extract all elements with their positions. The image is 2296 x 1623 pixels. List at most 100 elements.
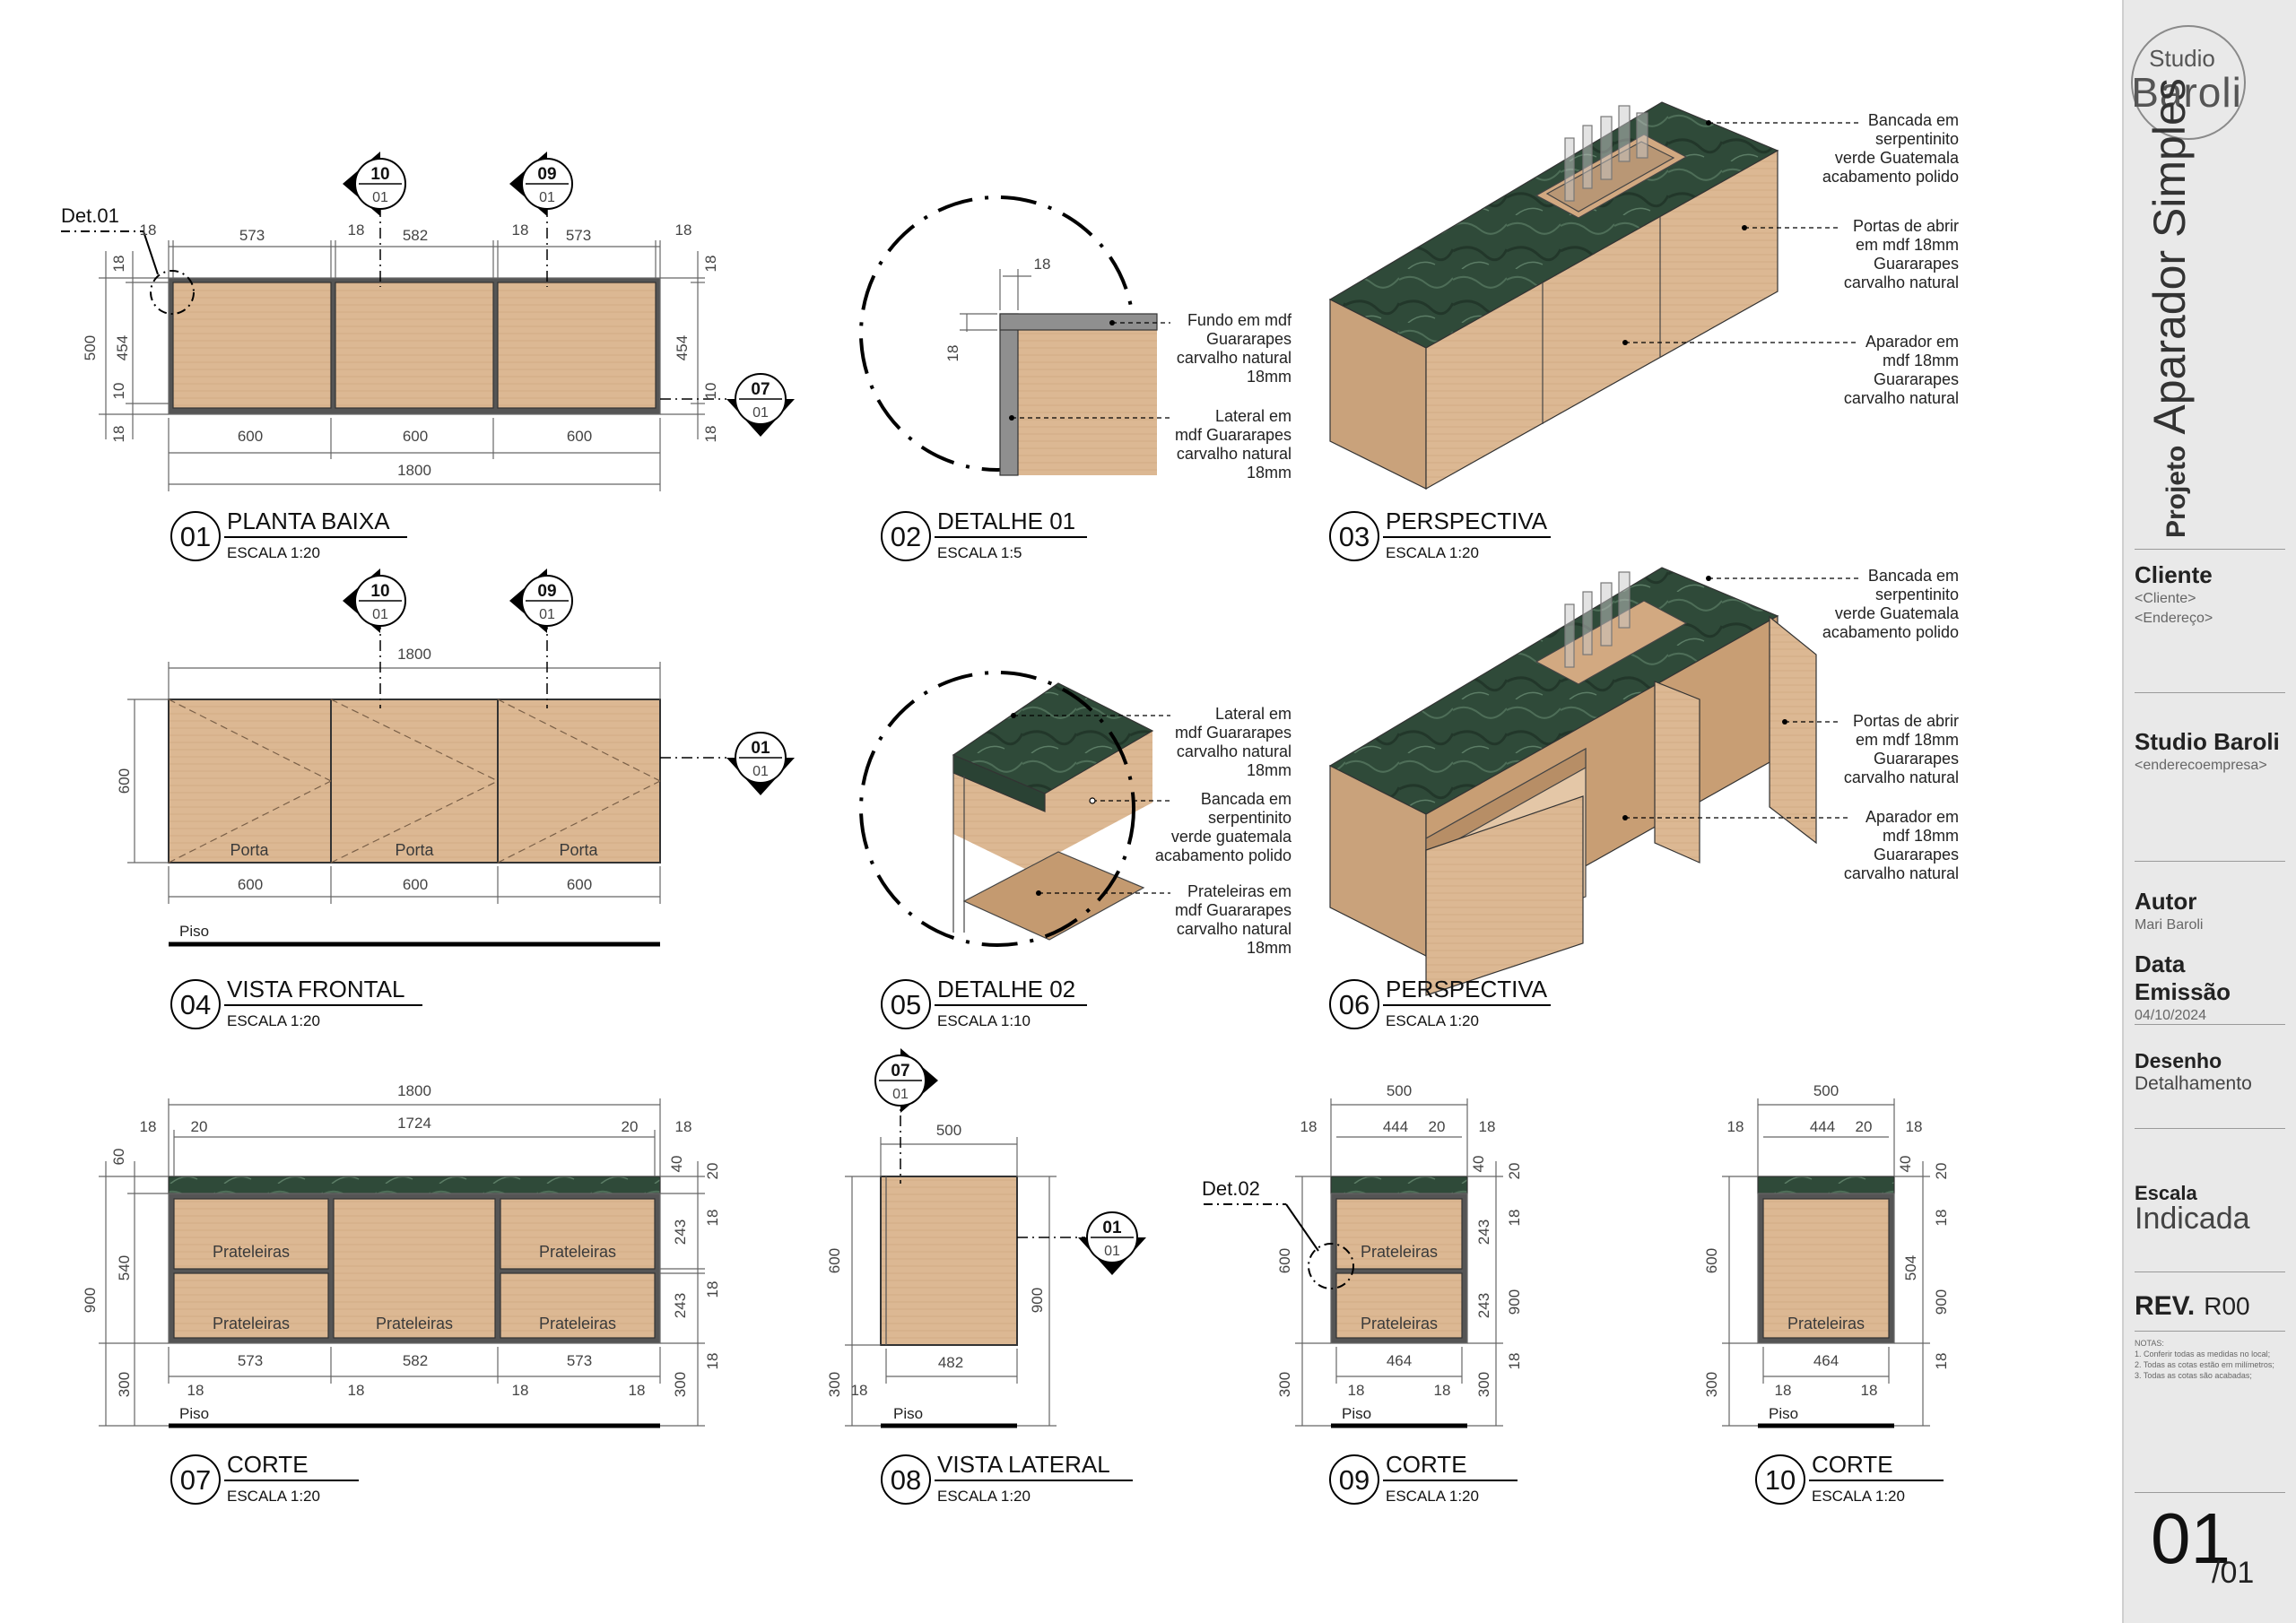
shelf-label: Prateleiras: [1787, 1315, 1865, 1332]
desenho-label: Desenho: [2135, 1049, 2222, 1072]
dim-text: 20: [191, 1118, 208, 1135]
note-line: Aparador em: [1866, 808, 1959, 826]
shelf-label: Prateleiras: [1361, 1243, 1438, 1261]
dim-text: 18: [851, 1382, 868, 1399]
note-line: 18mm: [1247, 761, 1292, 779]
note-line: em mdf 18mm: [1856, 236, 1959, 254]
dim-text: 300: [1703, 1372, 1720, 1397]
endereco-value: <Endereço>: [2135, 611, 2213, 626]
dim-text: 900: [1933, 1289, 1950, 1315]
view-number: 04: [180, 989, 211, 1020]
note-line: carvalho natural: [1844, 768, 1959, 786]
note-line: carvalho natural: [1844, 389, 1959, 407]
dim-text: 18: [1906, 1118, 1923, 1135]
marker-number: 01: [1102, 1219, 1122, 1237]
revision: REV.R00: [2135, 1291, 2285, 1322]
note-line: carvalho natural: [1177, 445, 1292, 463]
view-name: CORTE: [227, 1451, 309, 1478]
marker-sheet: 01: [752, 764, 769, 779]
note-line: carvalho natural: [1844, 864, 1959, 882]
dim-text: 18: [1506, 1353, 1523, 1370]
dim-text: 300: [1475, 1372, 1492, 1397]
note-line: serpentinito: [1875, 130, 1959, 148]
dim-text: 600: [567, 876, 592, 893]
dim-text: 18: [140, 1118, 157, 1135]
dim-text: 18: [1479, 1118, 1496, 1135]
note-line: Bancada em: [1201, 790, 1292, 808]
view-number: 10: [1765, 1464, 1796, 1496]
note-line: carvalho natural: [1177, 742, 1292, 760]
note-line: Bancada em: [1868, 111, 1959, 129]
dim-text: 243: [1475, 1219, 1492, 1245]
view-number-circle: [170, 979, 221, 1029]
detail-callout-label: Det.02: [1202, 1177, 1260, 1200]
marker-number: 01: [751, 739, 770, 758]
dim-text: 20: [622, 1118, 639, 1135]
floor-label: Piso: [179, 1405, 209, 1422]
marker-sheet: 01: [1104, 1244, 1120, 1259]
view-number: 01: [180, 521, 211, 552]
autor-value: Mari Baroli: [2135, 917, 2204, 933]
view-number: 03: [1339, 521, 1370, 552]
view-02-detalhe-01: [859, 195, 1170, 476]
note-line: mdf 18mm: [1883, 827, 1959, 845]
cliente-value: <Cliente>: [2135, 591, 2196, 606]
view-scale: ESCALA 1:20: [1812, 1488, 1905, 1505]
door-label: Porta: [230, 841, 269, 859]
dim-text: 40: [1470, 1156, 1487, 1173]
view-07-corte: [99, 1098, 705, 1428]
dim-text: 300: [1276, 1372, 1293, 1397]
dim-text: 18: [187, 1382, 204, 1399]
cliente-label: Cliente: [2135, 561, 2213, 588]
note-line: Lateral em: [1215, 407, 1292, 425]
dim-text: 500: [936, 1122, 961, 1139]
drawing-sheet: 18 573 18 582 18 573 18 600 600 600 1800…: [61, 101, 1960, 1505]
dim-text: 1800: [397, 462, 431, 479]
view-05-detalhe-02: [859, 671, 1170, 947]
dim-text: 444: [1383, 1118, 1408, 1135]
dim-text: 18: [944, 345, 961, 362]
dim-text: 600: [826, 1248, 843, 1273]
dim-text: 500: [1387, 1082, 1412, 1099]
nota-2: 2. Todas as cotas estão em milímetros;: [2135, 1360, 2274, 1369]
marker-sheet: 01: [539, 607, 555, 622]
dim-text: 18: [704, 1210, 721, 1227]
dim-text: 600: [567, 428, 592, 445]
dim-text: 40: [668, 1156, 685, 1173]
dim-text: 504: [1902, 1255, 1919, 1280]
view-number-circle: [170, 511, 221, 561]
note-line: verde Guatemala: [1835, 604, 1960, 622]
dim-text: 18: [1300, 1118, 1318, 1135]
rev-label: REV.: [2135, 1291, 2196, 1321]
note-line: Fundo em mdf: [1187, 311, 1292, 329]
dim-text: 600: [116, 768, 133, 794]
view-scale: ESCALA 1:20: [1386, 544, 1479, 561]
view-number-circle: [170, 1454, 221, 1505]
note-line: acabamento polido: [1155, 846, 1292, 864]
door-label: Porta: [559, 841, 598, 859]
dim-text: 18: [1727, 1118, 1744, 1135]
dim-text: 482: [938, 1354, 963, 1371]
logo-line2: Baroli: [2131, 69, 2242, 116]
shelf-label: Prateleiras: [376, 1315, 453, 1332]
dim-text: 600: [403, 428, 428, 445]
note-line: Guararapes: [1206, 330, 1292, 348]
dim-text: 573: [238, 1352, 263, 1369]
dim-text: 454: [114, 335, 131, 360]
dim-text: 300: [116, 1372, 133, 1397]
dim-text: 18: [1506, 1210, 1523, 1227]
view-name: CORTE: [1386, 1451, 1467, 1478]
